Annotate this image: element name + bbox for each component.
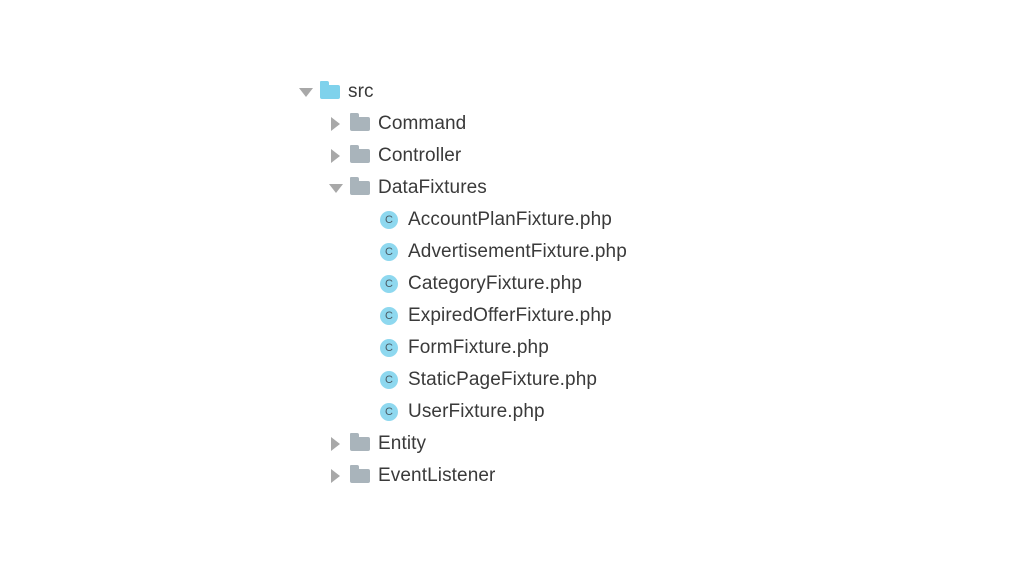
folder-icon xyxy=(348,460,374,492)
tree-row-label: Entity xyxy=(378,433,427,454)
php-class-icon: C xyxy=(378,204,404,236)
tree-row-command[interactable]: Command xyxy=(326,108,466,140)
php-class-icon-letter: C xyxy=(380,211,398,229)
php-class-icon: C xyxy=(378,364,404,396)
tree-row-staticpagefixture[interactable]: C StaticPageFixture.php xyxy=(356,364,597,396)
tree-row-formfixture[interactable]: C FormFixture.php xyxy=(356,332,549,364)
php-class-icon-letter: C xyxy=(380,371,398,389)
php-class-icon: C xyxy=(378,236,404,268)
tree-row-expiredofferfixture[interactable]: C ExpiredOfferFixture.php xyxy=(356,300,612,332)
folder-icon xyxy=(318,76,344,108)
tree-row-advertisementfixture[interactable]: C AdvertisementFixture.php xyxy=(356,236,627,268)
tree-row-label: Controller xyxy=(378,145,462,166)
tree-row-label: Command xyxy=(378,113,467,134)
tree-row-userfixture[interactable]: C UserFixture.php xyxy=(356,396,545,428)
tree-row-eventlistener[interactable]: EventListener xyxy=(326,460,495,492)
chevron-right-icon[interactable] xyxy=(326,108,348,140)
tree-row-categoryfixture[interactable]: C CategoryFixture.php xyxy=(356,268,582,300)
tree-row-datafixtures[interactable]: DataFixtures xyxy=(326,172,487,204)
chevron-right-icon[interactable] xyxy=(326,460,348,492)
tree-row-entity[interactable]: Entity xyxy=(326,428,426,460)
twisty-placeholder xyxy=(356,268,378,300)
php-class-icon: C xyxy=(378,300,404,332)
tree-row-label: UserFixture.php xyxy=(408,401,545,422)
php-class-icon: C xyxy=(378,268,404,300)
tree-row-label: CategoryFixture.php xyxy=(408,273,583,294)
tree-row-label: EventListener xyxy=(378,465,496,486)
chevron-down-icon[interactable] xyxy=(296,76,318,108)
tree-row-label: src xyxy=(348,81,374,102)
tree-row-controller[interactable]: Controller xyxy=(326,140,461,172)
twisty-placeholder xyxy=(356,236,378,268)
twisty-placeholder xyxy=(356,204,378,236)
twisty-placeholder xyxy=(356,364,378,396)
chevron-down-icon[interactable] xyxy=(326,172,348,204)
tree-row-label: AdvertisementFixture.php xyxy=(408,241,627,262)
twisty-placeholder xyxy=(356,332,378,364)
php-class-icon-letter: C xyxy=(380,403,398,421)
chevron-right-icon[interactable] xyxy=(326,428,348,460)
folder-icon xyxy=(348,108,374,140)
tree-row-label: StaticPageFixture.php xyxy=(408,369,598,390)
php-class-icon-letter: C xyxy=(380,275,398,293)
tree-row-label: AccountPlanFixture.php xyxy=(408,209,612,230)
twisty-placeholder xyxy=(356,396,378,428)
php-class-icon-letter: C xyxy=(380,339,398,357)
folder-icon xyxy=(348,172,374,204)
php-class-icon-letter: C xyxy=(380,307,398,325)
php-class-icon-letter: C xyxy=(380,243,398,261)
tree-row-label: DataFixtures xyxy=(378,177,487,198)
folder-icon xyxy=(348,140,374,172)
php-class-icon: C xyxy=(378,396,404,428)
tree-row-accountplanfixture[interactable]: C AccountPlanFixture.php xyxy=(356,204,612,236)
php-class-icon: C xyxy=(378,332,404,364)
folder-icon xyxy=(348,428,374,460)
chevron-right-icon[interactable] xyxy=(326,140,348,172)
twisty-placeholder xyxy=(356,300,378,332)
tree-row-src[interactable]: src xyxy=(296,76,374,108)
tree-row-label: FormFixture.php xyxy=(408,337,549,358)
tree-row-label: ExpiredOfferFixture.php xyxy=(408,305,612,326)
